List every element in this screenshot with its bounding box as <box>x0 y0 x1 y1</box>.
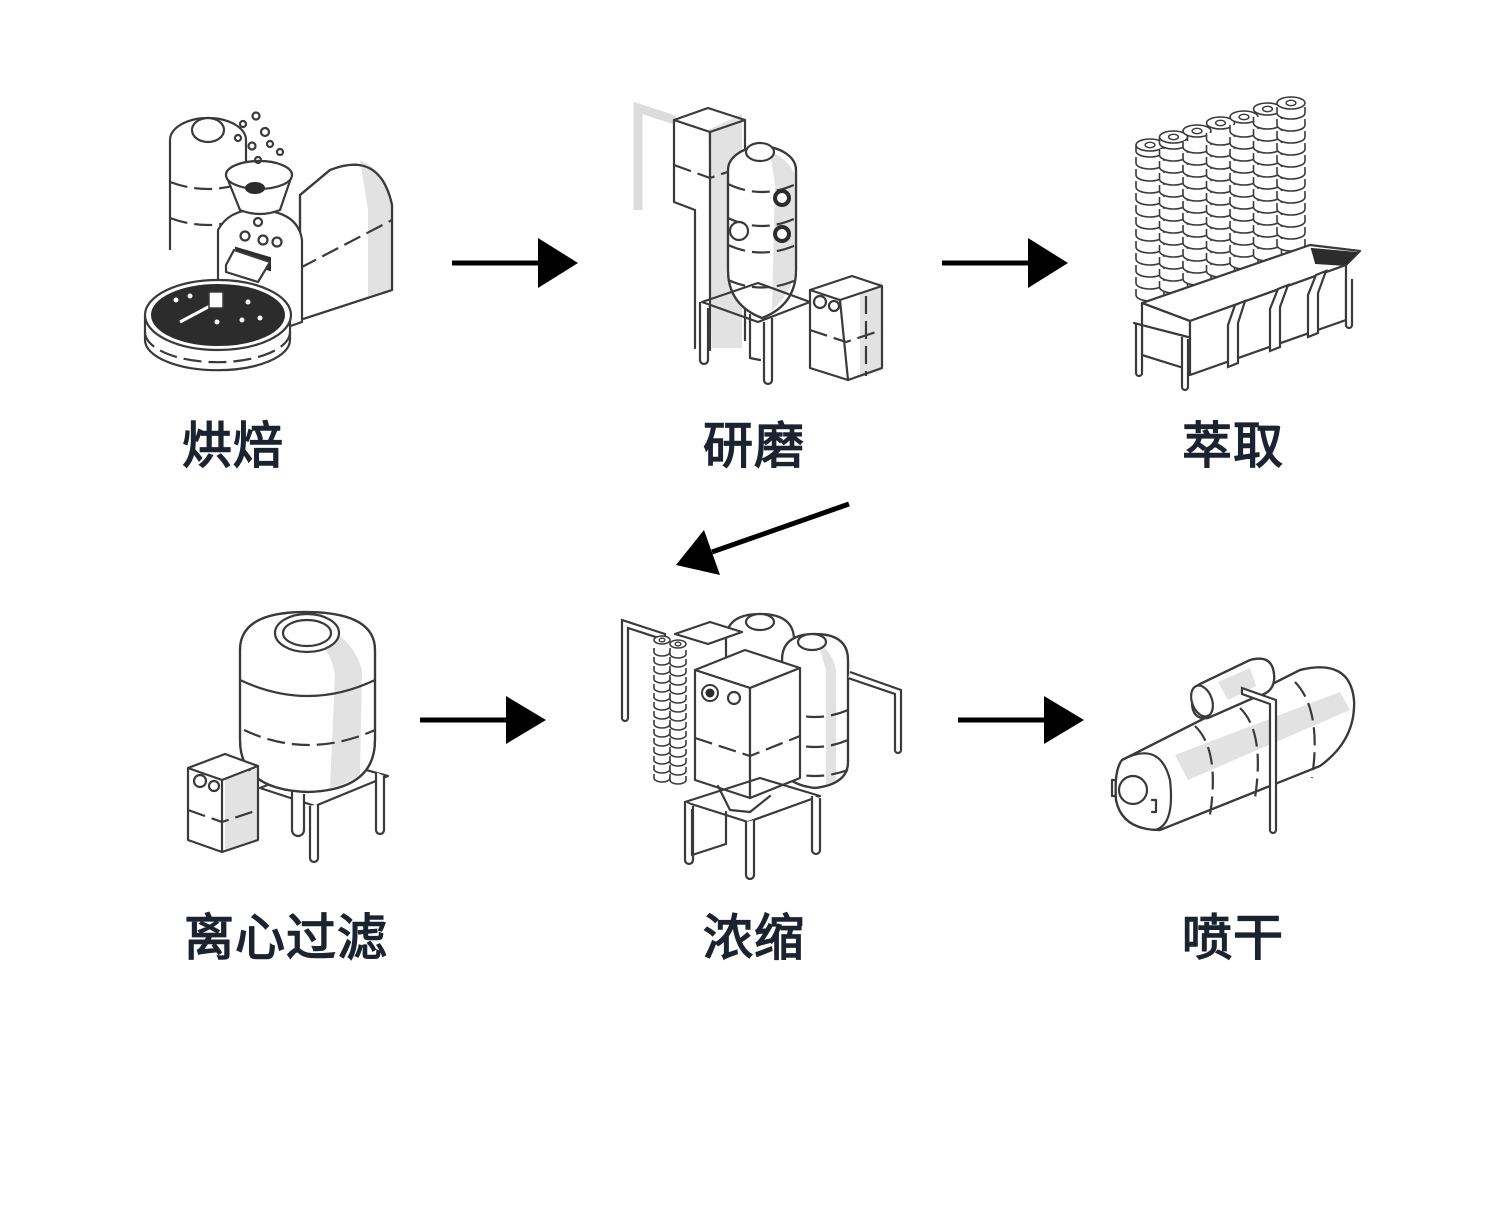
step-label-concentration: 浓缩 <box>703 909 805 967</box>
step-label-spray-drying: 喷干 <box>1182 909 1284 967</box>
spray-dryer-drum-icon <box>1110 657 1356 835</box>
step-label-grinding: 研磨 <box>703 417 805 475</box>
arrow-centrifuge-to-concentration <box>420 696 546 744</box>
extraction-columns-icon <box>1132 96 1362 392</box>
grinder-machine-icon <box>633 101 884 386</box>
step-label-extraction: 萃取 <box>1182 417 1284 475</box>
step-label-centrifugal-filtration: 离心过滤 <box>184 909 388 967</box>
arrow-grinding-to-extraction <box>942 238 1068 288</box>
column-stack <box>1205 116 1236 278</box>
arrow-extraction-to-concentration <box>676 501 850 575</box>
step-label-roasting: 烘焙 <box>182 417 284 475</box>
column-stack <box>669 639 687 785</box>
centrifuge-tank-icon <box>186 610 390 864</box>
column-stack <box>1276 96 1306 252</box>
arrow-roasting-to-grinding <box>452 238 578 288</box>
evaporator-concentrator-icon <box>620 612 903 880</box>
arrow-concentration-to-spray-drying <box>958 696 1084 744</box>
column-stack <box>1158 130 1189 294</box>
roaster-machine-icon <box>143 111 394 372</box>
